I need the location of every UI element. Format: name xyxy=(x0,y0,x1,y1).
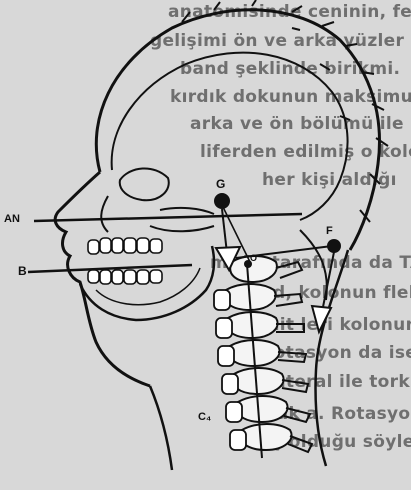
spinous-processes xyxy=(274,262,312,452)
zygomatic-arch xyxy=(150,208,214,231)
label-f: F xyxy=(326,226,333,237)
neck-front xyxy=(150,386,172,470)
hair-strands xyxy=(182,0,388,222)
label-g: G xyxy=(216,178,225,190)
neck-back xyxy=(315,250,348,466)
posterior-neck-muscle xyxy=(300,230,327,300)
lower-teeth xyxy=(88,270,162,284)
line-an xyxy=(34,214,302,221)
label-c4: C₄ xyxy=(198,412,211,423)
label-b: B xyxy=(18,265,27,277)
muscle-point-f xyxy=(327,239,341,253)
muscle-force-vector xyxy=(322,252,334,312)
label-o: O xyxy=(250,254,257,263)
muscle-force-arrow-head xyxy=(312,306,331,332)
nasal-region xyxy=(101,196,108,232)
label-an: AN xyxy=(4,214,20,225)
orbit-outline xyxy=(120,168,169,200)
skull-outline xyxy=(112,53,348,220)
hair-outline xyxy=(96,10,379,250)
upper-teeth xyxy=(88,238,162,254)
